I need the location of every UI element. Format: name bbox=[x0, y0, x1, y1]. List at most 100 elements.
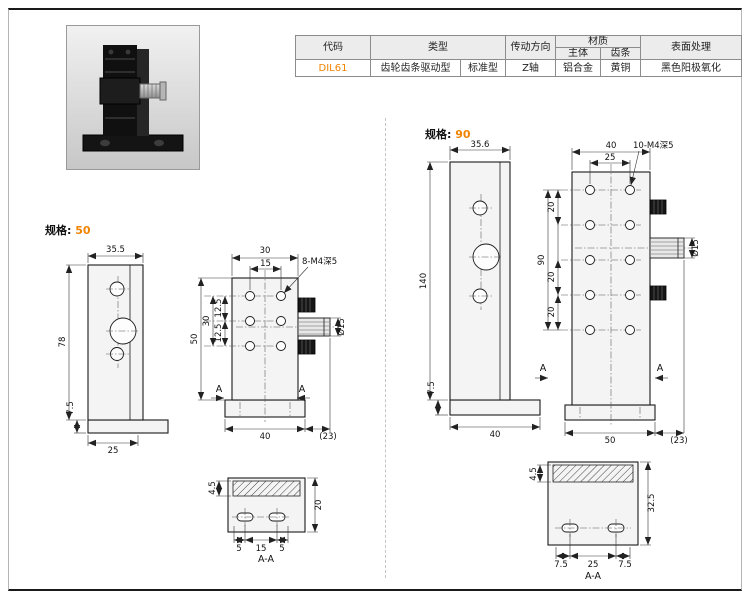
hatched-rack-strip bbox=[552, 464, 634, 483]
product-photo bbox=[66, 25, 200, 170]
spec50-label: 规格: 50 bbox=[45, 222, 91, 238]
dim-spec50-section-b2: 15 bbox=[256, 544, 267, 554]
table-header-material-rack: 齿条 bbox=[600, 47, 641, 60]
thread-hole bbox=[276, 291, 286, 301]
dim-spec90-front-height-outer: 90 bbox=[537, 255, 547, 266]
dim-spec50-front-height-mid: 30 bbox=[202, 316, 212, 327]
dim-spec90-side-base-height: 7.5 bbox=[427, 381, 437, 395]
dim-spec90-side-height: 140 bbox=[419, 273, 429, 289]
dim-spec50-section-b1: 5 bbox=[236, 544, 241, 554]
spec50-front-view: 30 15 8-M4深5 50 30 12.5 12.5 Ø15 bbox=[190, 246, 347, 442]
dim-spec50-side-base-width: 25 bbox=[108, 446, 119, 456]
cell-type-sub: 标准型 bbox=[460, 59, 506, 77]
spec90-section-dimensions: 4.5 32.5 7.5 25 7.5 A-A bbox=[529, 461, 657, 582]
dim-spec50-front-width-inner: 15 bbox=[260, 259, 271, 269]
cell-material-body: 铝合金 bbox=[555, 59, 601, 77]
dim-spec90-side-width: 35.6 bbox=[471, 140, 490, 150]
dim-spec90-base-offset: (23) bbox=[670, 436, 687, 446]
spec90-front-dimensions: 40 25 10-M4深5 90 20 20 20 Ø15 bbox=[535, 141, 701, 446]
photo-base-hole bbox=[154, 139, 164, 147]
table-header-surface: 表面处理 bbox=[640, 35, 742, 60]
dim-spec50-section-thickness: 4.5 bbox=[208, 481, 218, 495]
table-header-direction: 传动方向 bbox=[505, 35, 556, 60]
thread-hole bbox=[625, 220, 635, 230]
section-label-aa: A-A bbox=[585, 571, 602, 582]
dim-spec50-side-height: 78 bbox=[58, 337, 68, 348]
thread-hole bbox=[276, 316, 286, 326]
dim-spec90-front-width-inner: 25 bbox=[605, 153, 616, 163]
dim-spec90-front-pitch1: 20 bbox=[547, 202, 557, 213]
dim-spec90-section-b3: 7.5 bbox=[618, 560, 632, 570]
spec90-label: 规格: 90 bbox=[425, 126, 471, 142]
spec50-label-value: 50 bbox=[75, 224, 91, 237]
dim-spec90-front-pitch2: 20 bbox=[547, 272, 557, 283]
table-row: DIL61 齿轮齿条驱动型 标准型 Z轴 铝合金 黄铜 黑色阳极氧化 bbox=[295, 59, 742, 77]
dim-spec50-front-width-outer: 30 bbox=[260, 246, 271, 256]
table-header-material: 材质 bbox=[555, 35, 641, 48]
spec50-drawing: 35.5 78 7.5 25 bbox=[58, 245, 347, 565]
dim-spec50-section-height: 20 bbox=[314, 500, 324, 511]
thread-hole bbox=[625, 255, 635, 265]
photo-carriage bbox=[99, 77, 141, 105]
spec90-section-view: 4.5 32.5 7.5 25 7.5 A-A bbox=[529, 461, 657, 582]
spec90-label-value: 90 bbox=[455, 128, 471, 141]
section-mark-a-left: A bbox=[216, 384, 223, 395]
thread-hole bbox=[625, 290, 635, 300]
dim-spec50-side-base-height: 7.5 bbox=[66, 401, 76, 415]
dim-spec50-thread-note: 8-M4深5 bbox=[302, 257, 337, 267]
spec50-front-dimensions: 30 15 8-M4深5 50 30 12.5 12.5 Ø15 bbox=[190, 246, 347, 442]
thread-hole bbox=[585, 290, 595, 300]
dim-spec50-knob-diameter: Ø15 bbox=[336, 318, 347, 336]
dim-spec90-front-width-outer: 40 bbox=[606, 141, 617, 151]
dim-spec50-section-b3: 5 bbox=[279, 544, 284, 554]
table-header-code: 代码 bbox=[295, 35, 371, 60]
dim-spec90-section-thickness: 4.5 bbox=[529, 467, 539, 481]
thread-hole bbox=[245, 291, 255, 301]
product-photo-image bbox=[67, 26, 199, 169]
cell-type-main: 齿轮齿条驱动型 bbox=[370, 59, 461, 77]
spec50-side-view: 35.5 78 7.5 25 bbox=[58, 245, 169, 456]
cell-direction: Z轴 bbox=[505, 59, 556, 77]
drive-knob bbox=[297, 317, 331, 337]
dim-spec90-front-pitch3: 20 bbox=[547, 307, 557, 318]
photo-base-hole bbox=[100, 139, 110, 147]
drive-knob bbox=[649, 237, 685, 259]
dim-spec90-thread-note: 10-M4深5 bbox=[633, 141, 674, 151]
cell-material-rack: 黄铜 bbox=[600, 59, 641, 77]
dim-spec50-front-pitch1: 12.5 bbox=[214, 299, 224, 318]
section-mark-a-right: A bbox=[657, 363, 664, 374]
dim-spec90-side-base-width: 40 bbox=[490, 430, 501, 440]
dim-spec90-section-height: 32.5 bbox=[647, 494, 657, 513]
dim-spec90-base-width: 50 bbox=[605, 436, 616, 446]
spec90-side-dimensions: 35.6 140 7.5 40 bbox=[419, 140, 541, 440]
dim-spec50-front-pitch2: 12.5 bbox=[214, 324, 224, 343]
thread-hole bbox=[585, 185, 595, 195]
spec50-section-view: 4.5 20 5 15 5 A-A bbox=[208, 477, 324, 565]
dim-spec50-base-offset: (23) bbox=[319, 432, 336, 442]
thread-hole bbox=[585, 325, 595, 335]
spec50-side-dimensions: 35.5 78 7.5 25 bbox=[58, 245, 144, 456]
thread-hole bbox=[625, 185, 635, 195]
table-header-type: 类型 bbox=[370, 35, 506, 60]
dim-spec90-section-b1: 7.5 bbox=[554, 560, 568, 570]
photo-knob bbox=[139, 83, 162, 99]
table-header-material-body: 主体 bbox=[555, 47, 601, 60]
spec50-section-dimensions: 4.5 20 5 15 5 A-A bbox=[208, 477, 324, 565]
thread-hole bbox=[625, 325, 635, 335]
lock-knob bbox=[297, 297, 316, 313]
spec90-front-view: 40 25 10-M4深5 90 20 20 20 Ø15 bbox=[535, 141, 701, 446]
section-label-aa: A-A bbox=[258, 554, 275, 565]
section-mark-a-left: A bbox=[540, 363, 547, 374]
dim-spec90-knob-diameter: Ø15 bbox=[690, 239, 701, 257]
thread-hole bbox=[585, 220, 595, 230]
dim-spec50-side-width: 35.5 bbox=[106, 245, 125, 255]
cell-surface: 黑色阳极氧化 bbox=[640, 59, 742, 77]
dim-spec50-base-width: 40 bbox=[260, 432, 271, 442]
thread-hole bbox=[585, 255, 595, 265]
lock-knob bbox=[297, 339, 316, 355]
spec50-label-prefix: 规格: bbox=[45, 224, 72, 237]
spec90-label-prefix: 规格: bbox=[425, 128, 452, 141]
dim-spec50-front-height-outer: 50 bbox=[190, 334, 200, 345]
cell-code: DIL61 bbox=[295, 59, 371, 77]
